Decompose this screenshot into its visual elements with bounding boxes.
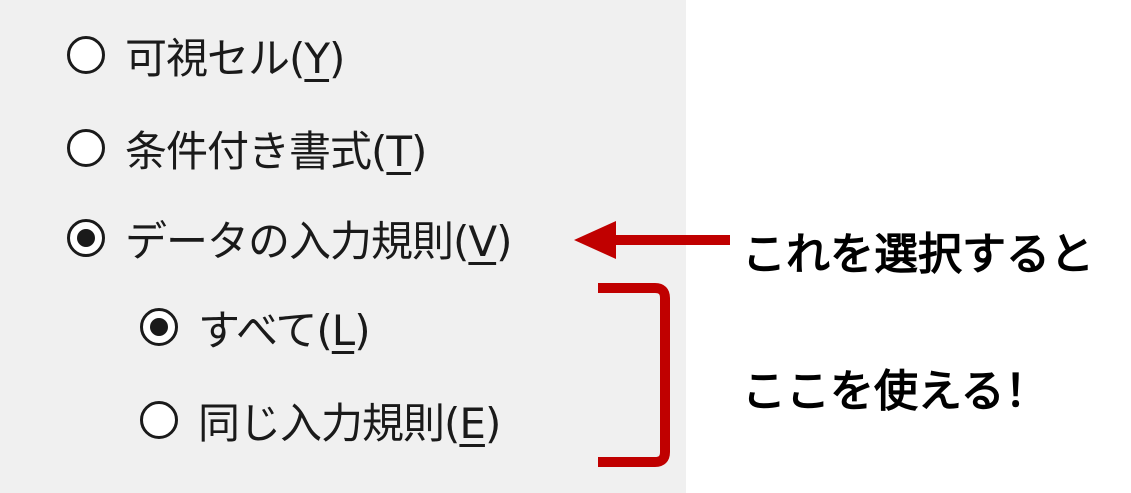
arrow-head [574, 221, 616, 259]
radio-label-all-validation: すべて(L) [198, 305, 371, 355]
radio-conditional-formats[interactable]: 条件付き書式(T) [67, 118, 427, 178]
radio-data-validation[interactable]: データの入力規則(V) [67, 208, 513, 268]
radio-button-data-validation[interactable] [67, 219, 105, 257]
radio-button-conditional-formats[interactable] [67, 129, 105, 167]
radio-button-visible-cells[interactable] [67, 36, 105, 74]
callout-text-select: これを選択すると [742, 229, 1094, 280]
paste-special-options-panel: 可視セル(Y) 条件付き書式(T) データの入力規則(V) すべて(L) 同じ入… [0, 0, 686, 493]
radio-visible-cells[interactable]: 可視セル(Y) [67, 25, 345, 85]
radio-button-same-validation[interactable] [140, 401, 178, 439]
bracket [598, 283, 670, 467]
radio-label-visible-cells: 可視セル(Y) [125, 33, 345, 83]
radio-same-validation[interactable]: 同じ入力規則(E) [140, 390, 501, 450]
radio-all-validation[interactable]: すべて(L) [140, 297, 371, 357]
radio-label-data-validation: データの入力規則(V) [125, 216, 513, 266]
radio-label-same-validation: 同じ入力規則(E) [198, 398, 501, 448]
radio-label-conditional-formats: 条件付き書式(T) [125, 126, 427, 176]
radio-button-all-validation[interactable] [140, 308, 178, 346]
callout-text-usable: ここを使える！ [742, 366, 1049, 417]
